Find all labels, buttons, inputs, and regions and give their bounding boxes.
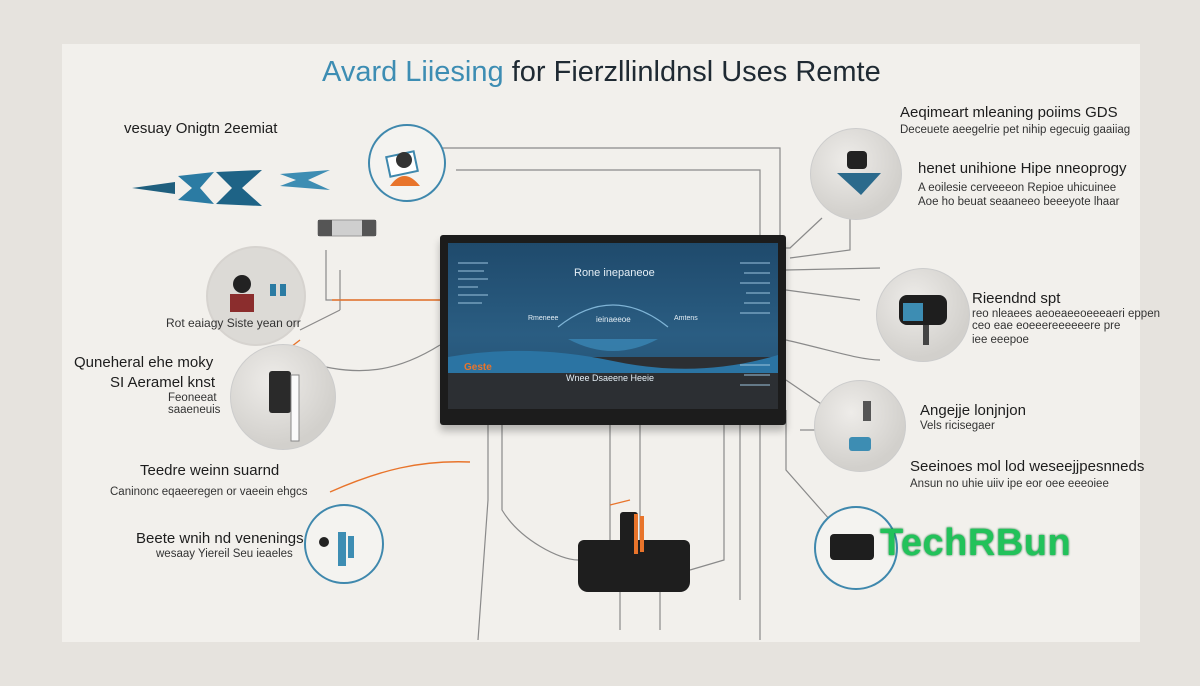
screen-right-label: Amtens (674, 315, 698, 322)
circle-right-2 (814, 380, 906, 472)
camera-icon (837, 151, 881, 195)
headset-icon (899, 295, 947, 345)
circle-top-right (810, 128, 902, 220)
diagram-title: Avard Liiesing for Fierzllinldnsl Uses R… (322, 56, 881, 89)
right-label-1b: Deceuete aeegelrie pet nihip egecuig gaa… (900, 124, 1131, 136)
title-part-1: Avard Liiesing (322, 56, 504, 88)
arrow-graphic (132, 170, 330, 206)
watermark-logo: TechRBun (880, 522, 1072, 564)
right-label-3b: reo nleaees aeoeaeeoeeeaeri eppen (972, 308, 1160, 320)
person-icon (385, 150, 420, 186)
right-label-5b: Ansun no uhie uiiv ipe eor oee eeeoiee (910, 478, 1109, 490)
dongle-icon (830, 534, 874, 560)
right-label-3d: iee eeepoe (972, 334, 1029, 346)
cable-icon (319, 532, 354, 566)
right-label-5a: Seeinoes mol lod weseejjpesnneds (910, 458, 1145, 475)
tv-screen: Rone inepaneoe ieinaeeoe Rmeneee Amtens … (448, 243, 778, 409)
antenna-icon (620, 512, 644, 556)
screen-center-label: ieinaeeoe (596, 315, 631, 324)
circle-right-1 (876, 268, 970, 362)
left-label-5b: wesaay Yiereil Seu ieaeles (156, 548, 293, 560)
circle-left-2 (230, 344, 336, 450)
operator-icon (230, 275, 286, 312)
screen-title: Rone inepaneoe (574, 267, 655, 279)
circle-top-left (368, 124, 446, 202)
left-label-3b: SI Aeramel knst (110, 374, 216, 391)
screen-bottom-label: Wnee Dsaeene Heeie (566, 373, 655, 383)
circle-bottom-right (814, 506, 898, 590)
right-label-2c: Aoe ho beuat seaaneeo beeeyote lhaar (918, 196, 1120, 208)
screen-left-label: Rmeneee (528, 315, 559, 322)
left-label-3a: Quneheral ehe moky (74, 354, 214, 371)
title-part-2: for Fierzllinldnsl Uses Remte (511, 56, 881, 88)
screen-orange-label: Geste (464, 362, 492, 373)
right-label-3c: ceo eae eoeeereeeeeere pre (972, 320, 1121, 332)
circle-left-1 (206, 246, 306, 346)
circle-bottom-left (304, 504, 384, 584)
right-label-2b: A eoilesie cerveeeon Repioe uhicuinee (918, 182, 1117, 194)
left-label-5a: Beete wnih nd venenings (136, 530, 304, 547)
receiver-box (578, 512, 690, 592)
left-label-4b: Caninonc eqaeeregen or vaeein ehgcs (110, 486, 308, 498)
left-label-2: Rot eaiagy Siste yean orr (166, 316, 301, 330)
right-label-3a: Rieendnd spt (972, 290, 1061, 307)
left-label-1: vesuay Onigtn 2eemiat (124, 120, 278, 137)
screen-graphic (448, 262, 778, 386)
left-label-3c: Feoneeat (168, 392, 217, 404)
sensor-icon (849, 401, 871, 451)
left-label-4a: Teedre weinn suarnd (140, 462, 280, 479)
right-label-1a: Aeqimeart mleaning poiims GDS (900, 104, 1118, 121)
left-label-3d: saaeneuis (168, 404, 221, 416)
right-label-2a: henet unihione Hipe nneoprogy (918, 160, 1127, 177)
tv-display: Rone inepaneoe ieinaeeoe Rmeneee Amtens … (440, 235, 786, 425)
remote-device-icon (269, 371, 300, 442)
right-label-4a: Angejje lonjnjon (920, 402, 1026, 419)
right-label-4b: Vels ricisegaer (920, 420, 995, 432)
